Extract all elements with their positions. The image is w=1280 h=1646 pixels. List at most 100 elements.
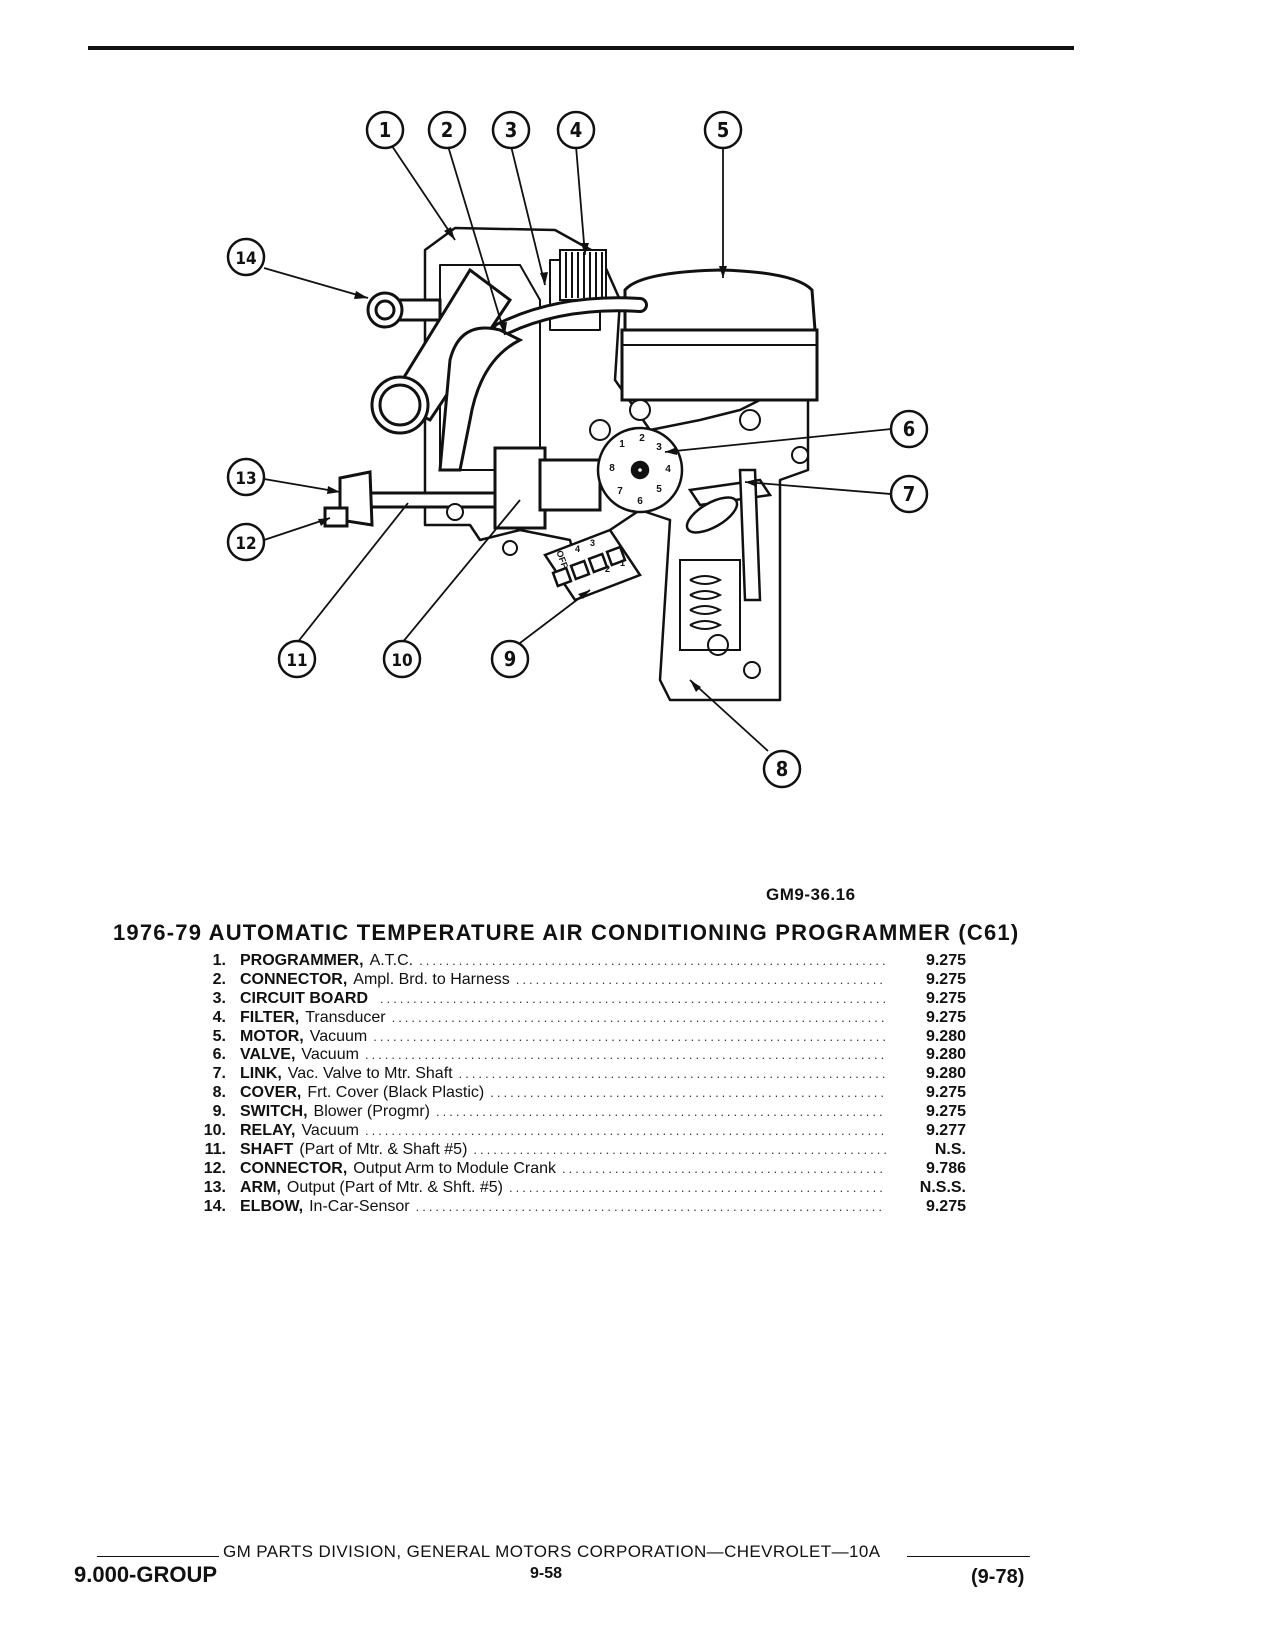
blower-switch (543, 528, 642, 602)
leader-dots: ........................................… (391, 1009, 886, 1025)
part-row: 14. ELBOW, In-Car-Sensor ...............… (186, 1198, 966, 1217)
dial-number: 4 (665, 464, 671, 475)
part-name: CONNECTOR, (240, 970, 348, 988)
footer-date: (9-78) (971, 1566, 1025, 1588)
part-description: Vac. Valve to Mtr. Shaft (287, 1065, 453, 1083)
part-row: 6. VALVE, Vacuum .......................… (186, 1046, 966, 1065)
part-number: 14. (203, 1197, 226, 1215)
part-row: 11. SHAFT (Part of Mtr. & Shaft #5) ....… (186, 1141, 966, 1160)
part-reference: 9.275 (925, 970, 966, 988)
callout-label-13: 13 (235, 469, 256, 489)
part-number: 5. (212, 1027, 226, 1045)
part-reference: 9.275 (925, 1103, 966, 1121)
dial-number: 7 (617, 486, 623, 497)
part-row: 5. MOTOR, Vacuum .......................… (186, 1028, 966, 1047)
callout-label-2: 2 (441, 118, 454, 142)
part-row: 7. LINK, Vac. Valve to Mtr. Shaft ......… (186, 1065, 966, 1084)
part-name: CIRCUIT BOARD (240, 989, 368, 1007)
callout-label-12: 12 (235, 534, 256, 554)
callout-label-8: 8 (776, 757, 789, 781)
transducer-filter (559, 249, 607, 301)
part-number: 7. (212, 1065, 226, 1083)
part-row: 13. ARM, Output (Part of Mtr. & Shft. #5… (186, 1179, 966, 1198)
top-rule (88, 46, 1074, 50)
leader-dots: ........................................… (562, 1160, 886, 1176)
callout-4-circle (556, 110, 596, 150)
part-reference: 9.280 (925, 1046, 966, 1064)
parts-list: 1. PROGRAMMER, A.T.C. ..................… (186, 952, 966, 1216)
callout-label-11: 11 (286, 651, 307, 671)
part-row: 12. CONNECTOR, Output Arm to Module Cran… (186, 1160, 966, 1179)
leader-dots: ........................................… (415, 1198, 886, 1214)
valve-link (685, 468, 773, 602)
part-description: Vacuum (309, 1027, 368, 1045)
footer-rule-left (97, 1556, 219, 1557)
callout-label-9: 9 (504, 647, 517, 671)
part-reference: 9.280 (925, 1065, 966, 1083)
part-name: RELAY, (240, 1122, 296, 1140)
part-description: Output Arm to Module Crank (353, 1159, 557, 1177)
part-row: 10. RELAY, Vacuum ......................… (186, 1122, 966, 1141)
parts-list-title: 1976-79 AUTOMATIC TEMPERATURE AIR CONDIT… (113, 920, 1020, 945)
part-number: 6. (212, 1046, 226, 1064)
part-name: MOTOR, (240, 1027, 304, 1045)
part-reference: 9.280 (925, 1027, 966, 1045)
mounting-bolts (446, 399, 809, 556)
leader-dots: ........................................… (515, 971, 886, 987)
output-arm-shaft (323, 446, 602, 530)
callout-13-circle (226, 457, 266, 497)
leader-dots: ........................................… (419, 953, 886, 968)
callout-2-circle (427, 110, 467, 150)
part-number: 9. (212, 1103, 226, 1121)
part-reference: 9.275 (925, 952, 966, 969)
part-reference: N.S. (934, 1140, 966, 1158)
part-number: 3. (212, 989, 226, 1007)
leader-arrowheads (318, 227, 757, 692)
part-row: 1. PROGRAMMER, A.T.C. ..................… (186, 952, 966, 971)
part-reference: N.S.S. (919, 1178, 966, 1196)
callout-11-circle (277, 639, 317, 679)
footer-group: 9.000-GROUP (74, 1562, 218, 1587)
switch-label: 1 (620, 558, 625, 568)
part-row: 9. SWITCH, Blower (Progmr) .............… (186, 1103, 966, 1122)
leader-dots: ........................................… (473, 1141, 886, 1157)
part-number: 13. (203, 1178, 226, 1196)
leader-dots: ........................................… (458, 1066, 886, 1082)
callout-14-circle (226, 237, 266, 277)
switch-label: 2 (605, 564, 610, 574)
part-reference: 9.275 (925, 1084, 966, 1102)
callout-3-circle (491, 110, 531, 150)
leader-dots: ........................................… (436, 1104, 886, 1120)
part-row: 8. COVER, Frt. Cover (Black Plastic) ...… (186, 1084, 966, 1103)
dial-number: 8 (609, 463, 615, 474)
part-name: ELBOW, (240, 1197, 304, 1215)
callout-7-circle (889, 474, 929, 514)
part-reference: 9.786 (925, 1159, 966, 1177)
part-number: 4. (212, 1008, 226, 1026)
part-description: In-Car-Sensor (309, 1197, 410, 1215)
part-name: COVER, (240, 1084, 302, 1102)
figure-id: GM9-36.16 (766, 885, 856, 904)
part-number: 11. (204, 1140, 226, 1158)
in-car-sensor-elbow (366, 267, 524, 472)
callouts (226, 110, 929, 789)
part-number: 2. (212, 970, 226, 988)
part-reference: 9.275 (925, 989, 966, 1007)
callout-label-1: 1 (379, 118, 392, 142)
dial-number: 2 (639, 433, 645, 444)
part-name: PROGRAMMER, (240, 952, 364, 969)
part-reference: 9.275 (925, 1008, 966, 1026)
part-name: SWITCH, (240, 1103, 308, 1121)
part-description: Transducer (305, 1008, 386, 1026)
dial-number: 5 (656, 484, 662, 495)
leader-dots: ........................................… (373, 1028, 886, 1044)
part-number: 1. (212, 952, 226, 969)
part-name: SHAFT (240, 1140, 294, 1158)
callout-8-circle (762, 749, 802, 789)
part-description: Ampl. Brd. to Harness (353, 970, 510, 988)
part-description: A.T.C. (369, 952, 414, 969)
part-description: Output (Part of Mtr. & Shft. #5) (286, 1178, 503, 1196)
leader-dots: ........................................… (364, 1123, 886, 1139)
part-name: VALVE, (240, 1046, 296, 1064)
part-number: 8. (212, 1084, 226, 1102)
